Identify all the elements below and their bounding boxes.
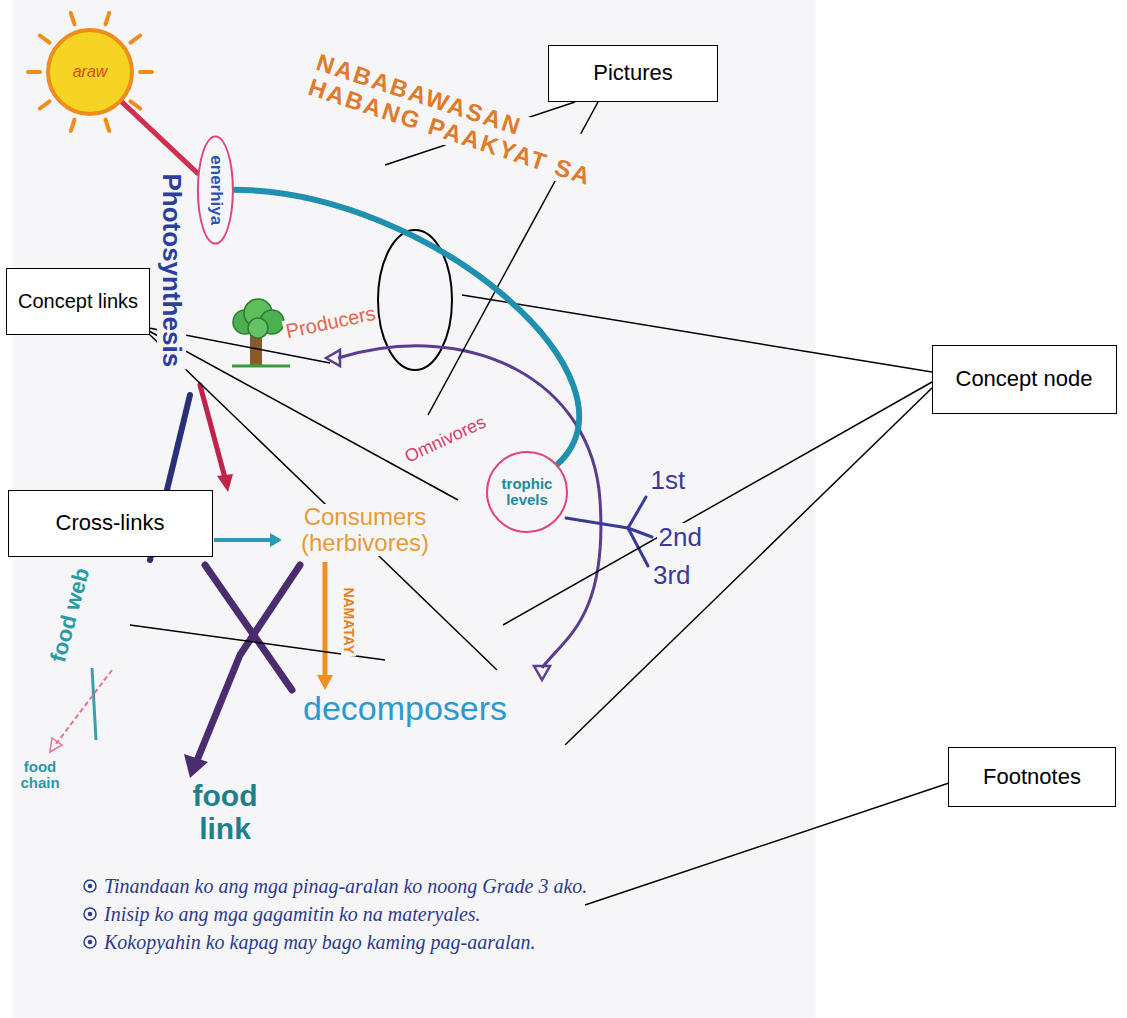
node-text: Cross-links — [56, 511, 165, 535]
consumer-arrow — [214, 533, 282, 547]
eaten-by-stroke — [200, 385, 233, 492]
footnote-line: Tinandaan ko ang mga pinag-aralan ko noo… — [102, 875, 589, 897]
footnote-bullets — [84, 880, 96, 948]
level-number: 2nd — [657, 523, 704, 552]
concept-label: food chain — [13, 759, 67, 792]
decay-arrow — [317, 562, 333, 690]
callout-box: Concept links — [6, 268, 150, 335]
node-text: enerhiya — [206, 155, 225, 225]
node-text: Concept links — [18, 290, 138, 312]
tree-picture — [232, 299, 290, 366]
node-text: araw — [73, 63, 108, 81]
concept-label: Consumers (herbivores) — [281, 504, 450, 557]
concept-label: food link — [178, 779, 272, 845]
chain-arrow — [50, 670, 112, 752]
callout-box: Footnotes — [948, 747, 1116, 807]
web-stroke — [92, 668, 96, 740]
footnote-line: Inisip ko ang mga gagamitin ko na matery… — [102, 903, 483, 925]
level-number: 1st — [649, 466, 688, 495]
node-text: Footnotes — [983, 765, 1081, 789]
concept-label: decomposers — [301, 690, 509, 727]
connector — [233, 190, 579, 465]
leader-lines — [130, 102, 952, 905]
energy-oval: enerhiya — [197, 135, 234, 244]
node-text: Pictures — [593, 61, 672, 85]
callout-box: Pictures — [548, 45, 718, 102]
trophic-branches — [566, 497, 652, 566]
callout-box: Cross-links — [8, 490, 213, 557]
concept-label: Photosynthesis — [158, 171, 187, 369]
sun-circle: araw — [46, 28, 134, 116]
trophic-circle: trophic levels — [486, 451, 568, 533]
node-text: Concept node — [956, 367, 1093, 391]
cross-strokes — [184, 565, 300, 778]
node-text: trophic levels — [495, 476, 559, 509]
footnote-line: Kokopyahin ko kapag may bago kaming pag-… — [102, 931, 538, 953]
connector — [122, 102, 198, 173]
callout-box: Concept node — [932, 345, 1117, 414]
link-phrase: NAMATAY — [340, 585, 355, 656]
level-number: 3rd — [651, 561, 693, 590]
